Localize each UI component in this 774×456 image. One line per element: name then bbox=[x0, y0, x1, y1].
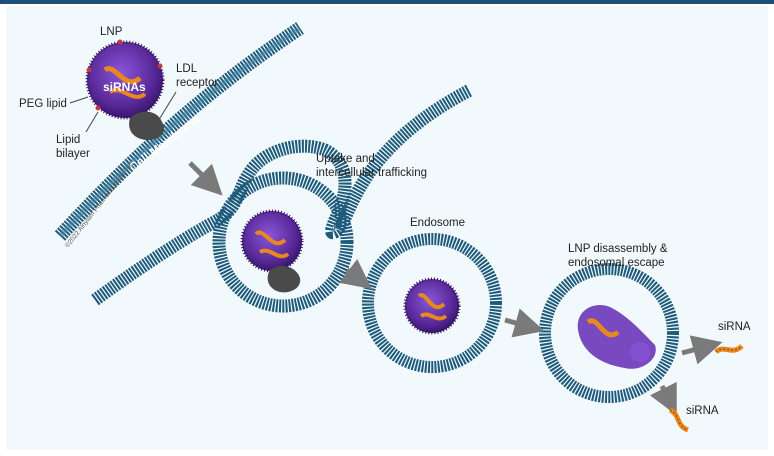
arrow-sirna-right bbox=[681, 335, 723, 365]
label-sirna-bottom: siRNA bbox=[686, 405, 719, 417]
label-lipid-2: bilayer bbox=[56, 148, 90, 160]
sirna-right-backbone bbox=[715, 345, 743, 353]
label-lnp: LNP bbox=[100, 26, 123, 38]
top-bar bbox=[0, 0, 774, 4]
arrow-to-uptake bbox=[188, 161, 223, 196]
label-escape-2: endosomal escape bbox=[568, 257, 665, 269]
copyright-text: ©2022 Alnylam Pharmaceuticals, Inc. bbox=[63, 159, 136, 249]
lnp-disassembling bbox=[577, 304, 656, 369]
label-uptake-2: intercellular trafficking bbox=[316, 167, 427, 179]
lnp-particle-endosome bbox=[403, 277, 461, 335]
pointer-ldl bbox=[159, 91, 177, 119]
pointer-peg bbox=[69, 96, 89, 104]
arrow-to-escape bbox=[504, 308, 545, 338]
label-sirna-right: siRNA bbox=[718, 321, 751, 333]
uptake-vesicle bbox=[212, 171, 354, 313]
cell-membrane-inner bbox=[91, 84, 474, 306]
label-peg-lipid: PEG lipid bbox=[19, 98, 67, 110]
pointer-lipid bbox=[85, 111, 99, 133]
label-endosome: Endosome bbox=[410, 217, 465, 229]
label-ldl-1: LDL bbox=[176, 63, 198, 75]
sirna-bottom-backbone bbox=[669, 409, 689, 431]
ldl-receptor-uptake bbox=[267, 265, 301, 293]
ldl-receptor-shape bbox=[129, 111, 165, 140]
label-uptake-1: Uptake and bbox=[316, 153, 375, 165]
escape-endosome-membrane bbox=[539, 263, 679, 403]
cell-membrane-outer-highlight bbox=[58, 25, 302, 238]
arrow-to-endosome bbox=[338, 258, 372, 290]
endosome-membrane bbox=[362, 233, 502, 373]
lnp-particle-uptake bbox=[240, 209, 304, 273]
label-lipid-1: Lipid bbox=[56, 134, 80, 146]
label-escape-1: LNP disassembly & bbox=[568, 243, 668, 255]
label-ldl-2: receptor bbox=[176, 77, 218, 89]
lnp-particle-main bbox=[85, 39, 165, 120]
label-sirnas: siRNAs bbox=[103, 80, 146, 94]
arrow-sirna-bottom bbox=[649, 381, 677, 416]
